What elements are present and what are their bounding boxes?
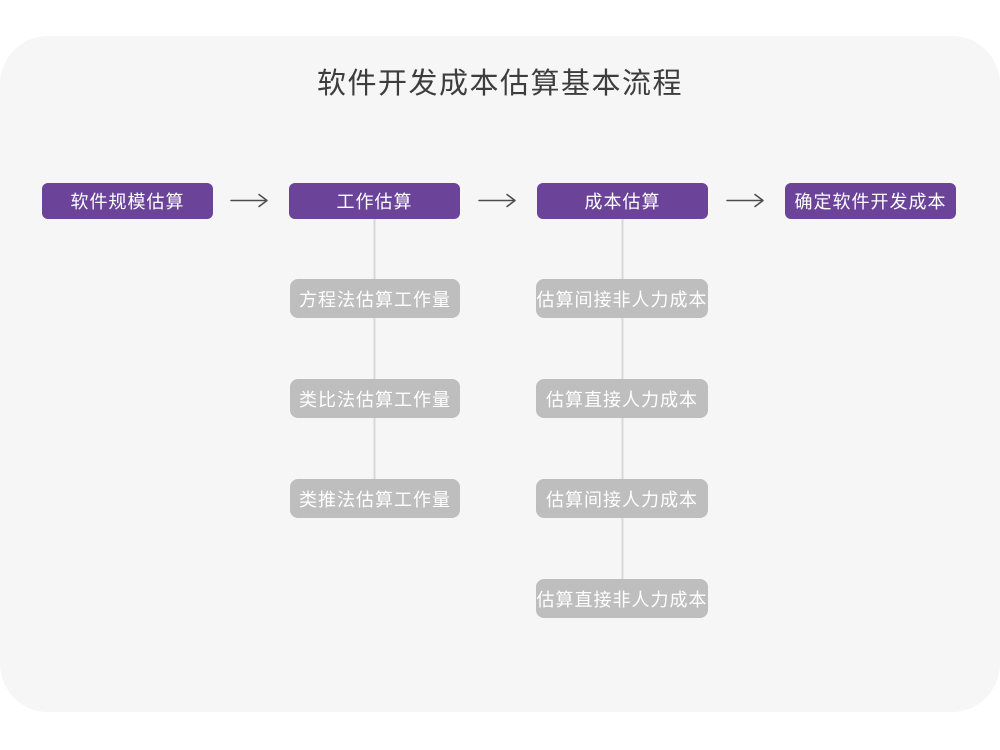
flowchart-card <box>0 36 1000 712</box>
flow-node-indirect-labor-cost[interactable]: 估算间接人力成本 <box>536 479 708 518</box>
flow-node-indirect-nonlabor-cost[interactable]: 估算间接非人力成本 <box>536 279 708 318</box>
diagram-title: 软件开发成本估算基本流程 <box>316 68 683 100</box>
flow-node-work-estimation[interactable]: 工作估算 <box>289 183 460 219</box>
flow-node-direct-labor-cost[interactable]: 估算直接人力成本 <box>536 379 708 418</box>
flow-node-direct-nonlabor-cost[interactable]: 估算直接非人力成本 <box>536 579 708 618</box>
flow-node-analogy-method[interactable]: 类比法估算工作量 <box>290 379 460 418</box>
flow-node-cost-estimation[interactable]: 成本估算 <box>537 183 708 219</box>
flow-node-software-scale-estimation[interactable]: 软件规模估算 <box>42 183 213 219</box>
flow-node-equation-method[interactable]: 方程法估算工作量 <box>290 279 460 318</box>
flow-node-extrapolation-method[interactable]: 类推法估算工作量 <box>290 479 460 518</box>
flow-node-determine-development-cost[interactable]: 确定软件开发成本 <box>785 183 956 219</box>
